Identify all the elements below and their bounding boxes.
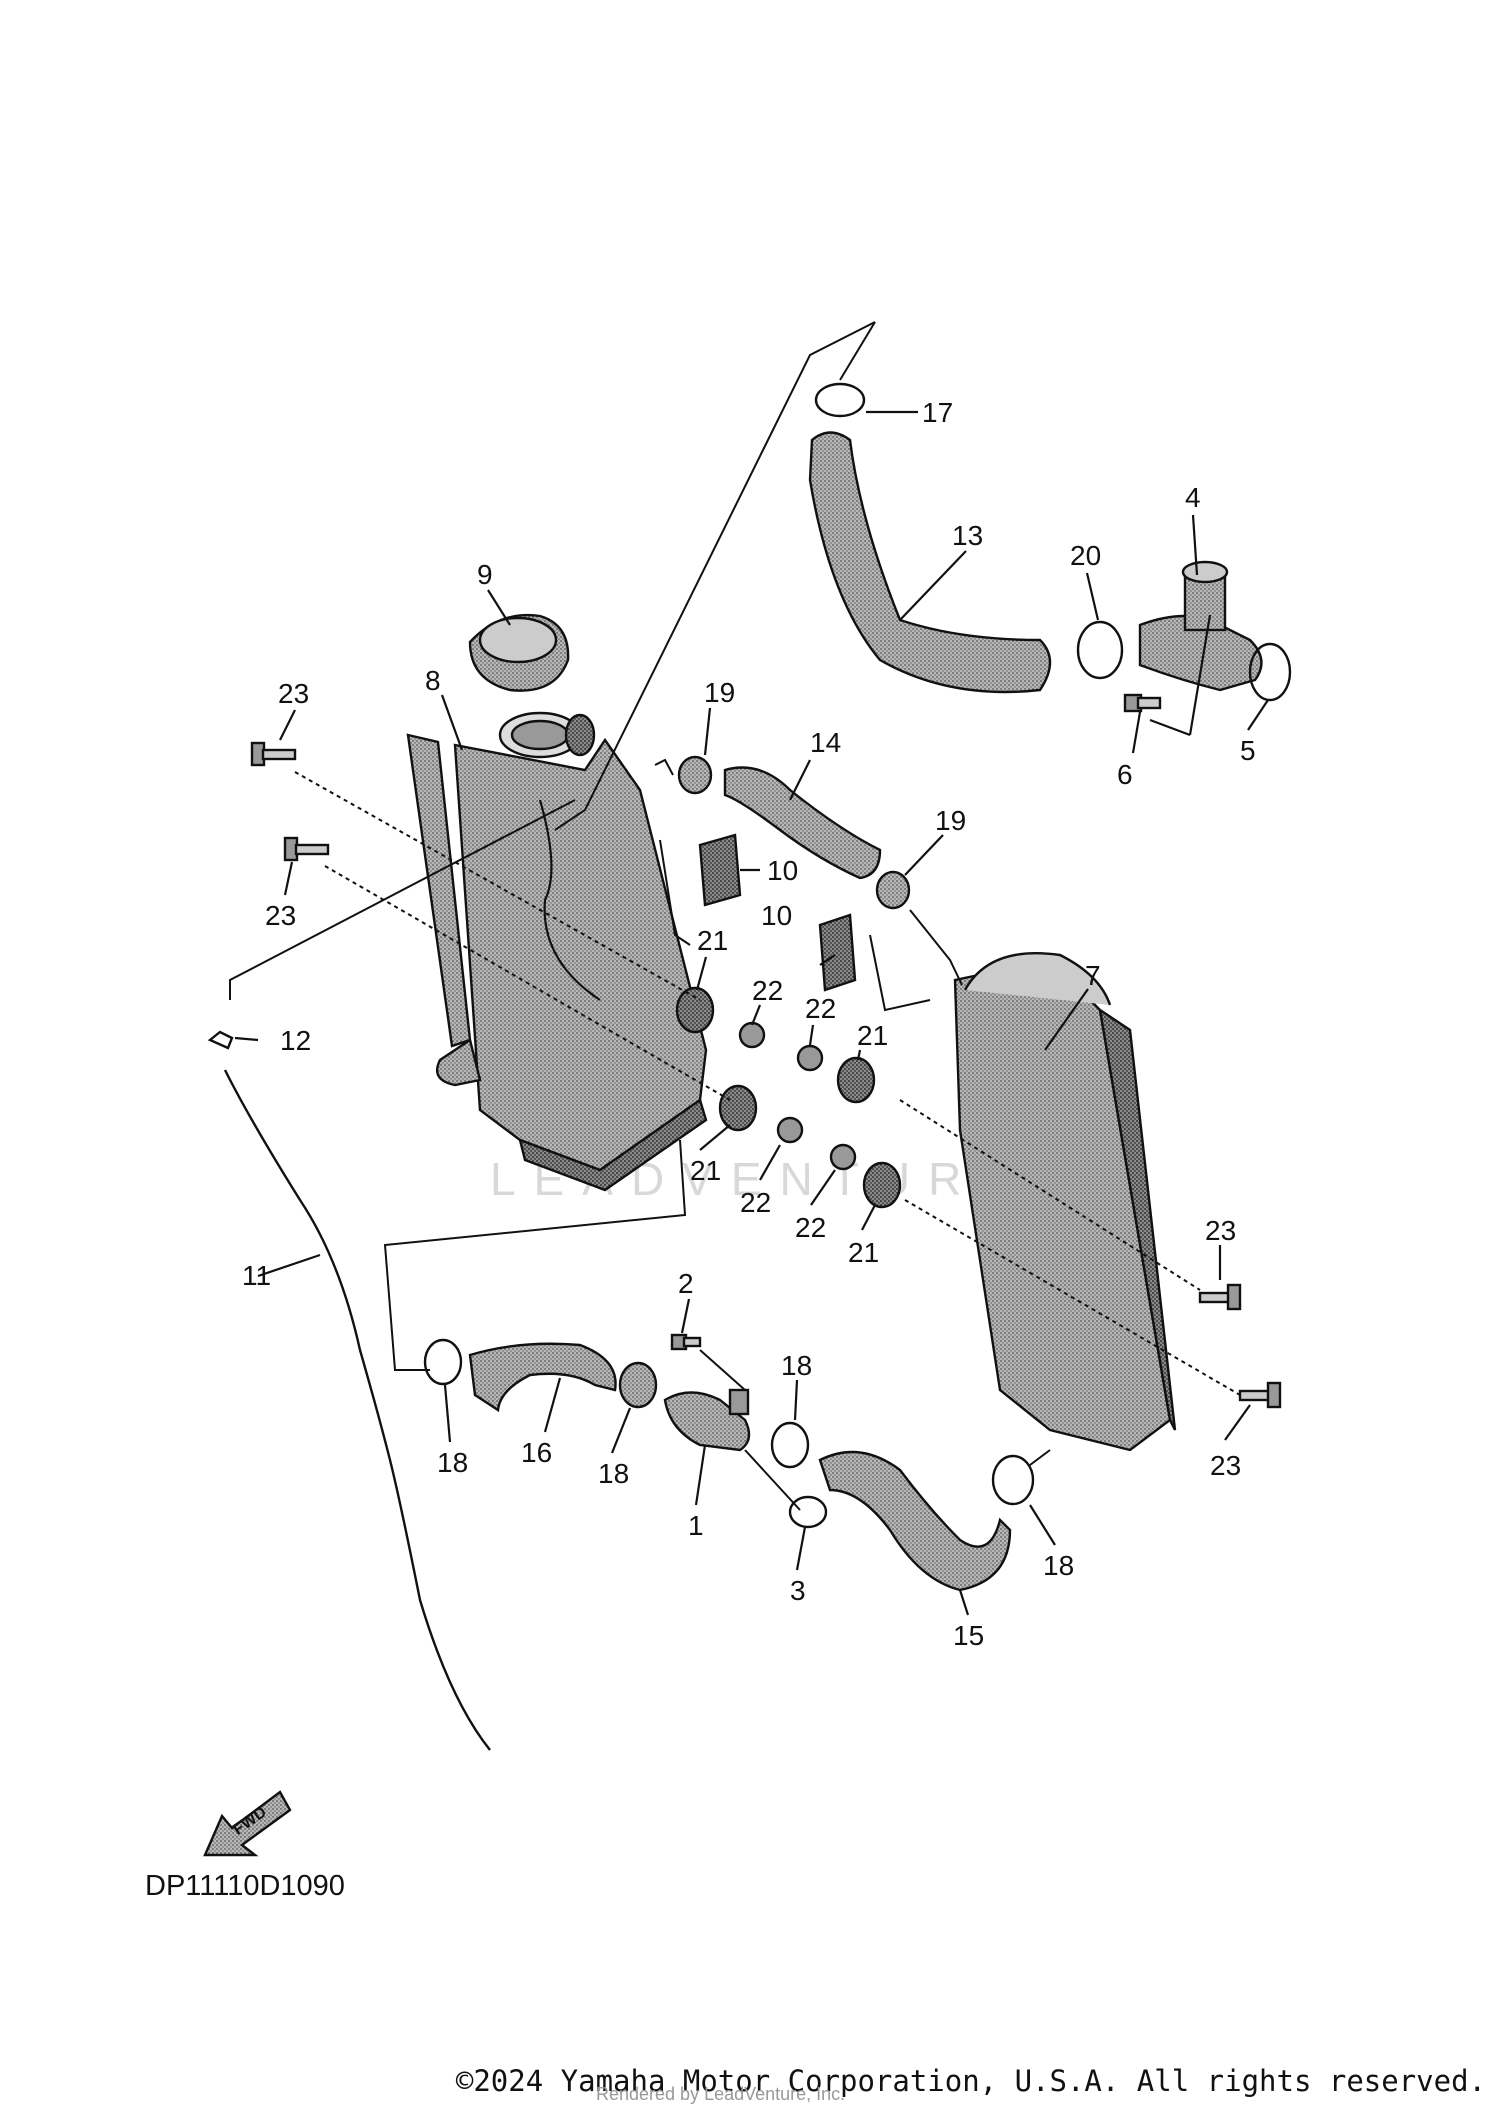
callout-22b: 22 (805, 993, 836, 1024)
callout-18a: 18 (437, 1447, 468, 1478)
pad-10b (818, 913, 857, 992)
bolt-6 (1123, 693, 1162, 713)
callout-13: 13 (952, 520, 983, 551)
callout-10b: 10 (761, 900, 792, 931)
callout-15: 15 (953, 1620, 984, 1651)
hose-14 (723, 766, 882, 880)
callout-22c: 22 (740, 1187, 771, 1218)
hose-15 (818, 1450, 1012, 1592)
collar-22b (796, 1044, 824, 1072)
grommet-21d (862, 1161, 902, 1209)
clamp-18b (618, 1361, 658, 1409)
callout-11: 11 (242, 1260, 271, 1291)
leader-lines (234, 410, 1269, 1616)
callout-20: 20 (1070, 540, 1101, 571)
grommet-21c (836, 1056, 876, 1104)
callout-8: 8 (425, 665, 441, 696)
callout-9: 9 (477, 559, 493, 590)
bolt-23d (1238, 1381, 1282, 1409)
callout-14: 14 (810, 727, 841, 758)
callout-23c: 23 (1205, 1215, 1236, 1246)
grommet-21a (675, 986, 715, 1034)
joint-1 (663, 1388, 751, 1452)
callout-7: 7 (1085, 960, 1101, 991)
fwd-arrow-icon: FWD (203, 1790, 292, 1857)
callout-23d: 23 (1210, 1450, 1241, 1481)
clamp-20 (1076, 620, 1124, 680)
grommet-21b (718, 1084, 758, 1132)
callout-21b: 21 (857, 1020, 888, 1051)
collar-22c (776, 1116, 804, 1144)
callout-1: 1 (688, 1510, 704, 1541)
callout-3: 3 (790, 1575, 806, 1606)
collar-22a (738, 1021, 766, 1049)
callouts: 1 2 3 4 5 6 7 8 9 10 10 11 12 13 14 15 1… (242, 397, 1256, 1651)
radiator-cap (468, 613, 570, 692)
callout-22d: 22 (795, 1212, 826, 1243)
callout-21d: 21 (848, 1237, 879, 1268)
callout-21c: 21 (690, 1155, 721, 1186)
callout-21a: 21 (697, 925, 728, 956)
callout-18b: 18 (598, 1458, 629, 1489)
callout-16: 16 (521, 1437, 552, 1468)
bolt-23c (1198, 1283, 1242, 1311)
clamp-17 (814, 382, 866, 418)
callout-23b: 23 (265, 900, 296, 931)
bolt-2 (670, 1333, 702, 1351)
clamp-12 (207, 1030, 234, 1050)
clamp-18c (770, 1421, 810, 1469)
clamp-19a (677, 755, 713, 795)
render-credit: Rendered by LeadVenture, Inc. (596, 2084, 846, 2104)
callout-12: 12 (280, 1025, 311, 1056)
clamp-18a (423, 1338, 463, 1386)
o-ring-3 (788, 1495, 828, 1529)
assembly-lines (229, 321, 1241, 1511)
hose-16 (468, 1342, 617, 1413)
callout-5: 5 (1240, 735, 1256, 766)
diagram-id: DP11110D1090 (145, 1870, 345, 1902)
upper-hose-13 (808, 431, 1052, 694)
callout-18d: 18 (1043, 1550, 1074, 1581)
callout-22a: 22 (752, 975, 783, 1006)
collar-22d (829, 1143, 857, 1171)
callout-19b: 19 (935, 805, 966, 836)
callout-6: 6 (1117, 759, 1133, 790)
clamp-19b (875, 870, 911, 910)
copyright-text: ©2024 Yamaha Motor Corporation, U.S.A. A… (455, 2064, 1486, 2098)
clamp-18d (991, 1454, 1035, 1506)
left-radiator (406, 711, 708, 1192)
callout-23a: 23 (278, 678, 309, 709)
right-radiator (953, 951, 1177, 1452)
overflow-hose-11 (223, 1069, 491, 1751)
pad-10a (698, 833, 742, 907)
callout-10a: 10 (767, 855, 798, 886)
callout-4: 4 (1185, 482, 1201, 513)
thermostat-housing (1138, 560, 1263, 692)
bolt-23a (250, 741, 297, 767)
o-ring-5 (1248, 642, 1292, 702)
callout-18c: 18 (781, 1350, 812, 1381)
callout-19a: 19 (704, 677, 735, 708)
callout-2: 2 (678, 1268, 694, 1299)
callout-17: 17 (922, 397, 953, 428)
bolt-23b (283, 836, 330, 862)
